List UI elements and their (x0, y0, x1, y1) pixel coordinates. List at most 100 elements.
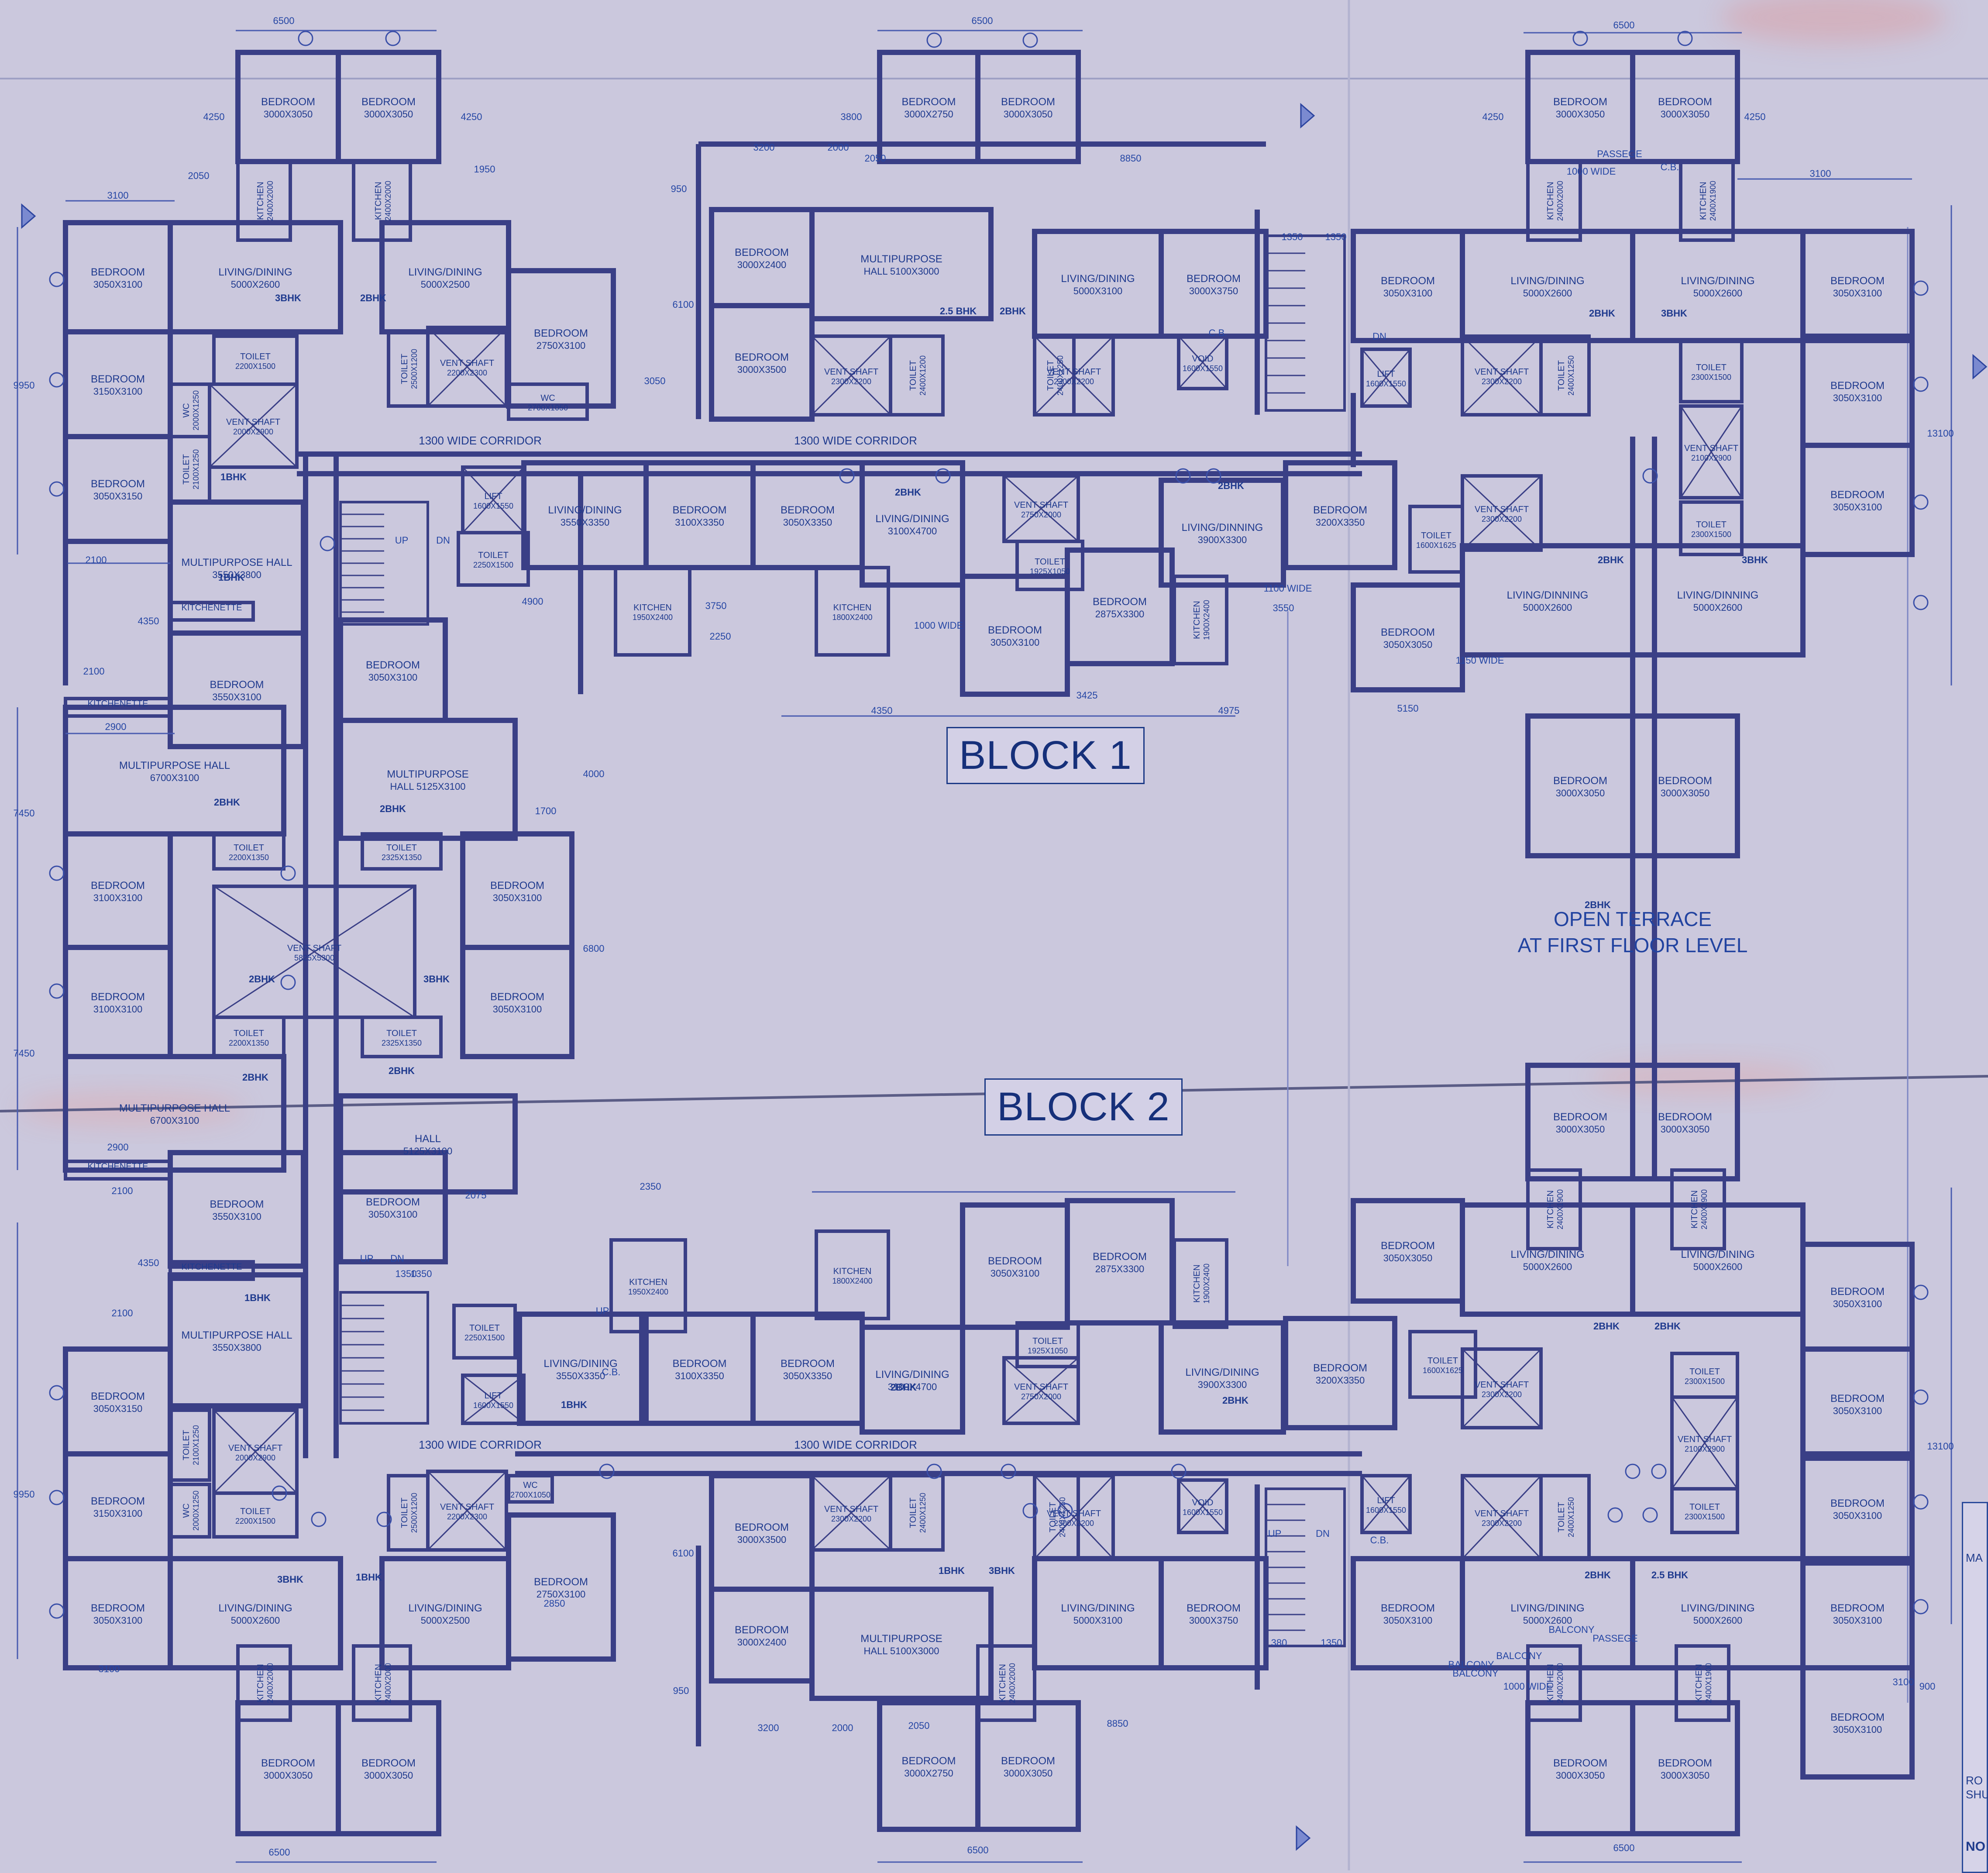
flat-type-tag-1: 2BHK (360, 293, 386, 303)
flat-type-tag-8: 2BHK (895, 487, 921, 498)
room-name-59: BEDROOM (672, 1358, 726, 1370)
room-wall-65 (1800, 1346, 1915, 1461)
room-size-23: 3550X3350 (561, 517, 610, 528)
room-size-34: 5000X2600 (1523, 602, 1572, 613)
room-name-25: BEDROOM (781, 504, 835, 516)
room-name-15: LIVING/DINING (1510, 275, 1584, 287)
utility-size-48: 1900X2400 (1202, 1264, 1211, 1304)
utility-name-0: KITCHEN (256, 182, 265, 220)
room-size-72: 5000X2500 (421, 1615, 470, 1626)
utility-size-72: 2400X1900 (1704, 1663, 1713, 1703)
utility-name-25: LIFT (484, 492, 502, 501)
door-marker-39 (1022, 1503, 1038, 1518)
utility-name-8: WC (182, 403, 191, 417)
door-marker-35 (1625, 1463, 1641, 1479)
room-size-0: 3000X3050 (264, 109, 313, 120)
utility-size-1: 2400X2000 (384, 181, 392, 221)
utility-name-60: WC (523, 1480, 537, 1490)
shaft-cross-b-26 (1004, 475, 1079, 542)
room-size-43: 3100X3100 (93, 1004, 143, 1015)
dim-label-3: 4250 (203, 111, 225, 122)
room-size-1: 3000X3050 (364, 109, 413, 120)
small-wall-72 (1675, 1644, 1730, 1722)
room-name-57: MULTIPURPOSE HALL (181, 1329, 292, 1341)
utility-name-54: TOILET (240, 1507, 271, 1516)
dim-label-24: 4350 (138, 616, 159, 627)
door-marker-31 (599, 1463, 615, 1479)
small-wall-66 (1360, 1474, 1412, 1534)
room-size-86: 3000X3050 (1556, 1770, 1605, 1781)
utility-name-50: VENT SHAFT (1475, 1380, 1529, 1390)
flat-type-tag-10: 3BHK (1742, 554, 1768, 565)
room-wall-83 (336, 1700, 441, 1836)
shaft-cross-b-65 (1178, 1479, 1228, 1533)
utility-name-21: TOILET (1696, 520, 1727, 530)
flat-type-tag-27: 2.5 BHK (1651, 1570, 1688, 1580)
door-marker-40 (1057, 1503, 1073, 1518)
utility-size-27: 1925X1050 (1030, 567, 1070, 576)
room-name-20: BEDROOM (1830, 380, 1885, 392)
utility-size-49: 1600X1625 (1423, 1366, 1463, 1375)
utility-size-54: 2200X1500 (235, 1517, 275, 1525)
door-marker-0 (298, 31, 313, 46)
small-wall-25 (461, 465, 526, 534)
room-name-3: BEDROOM (1001, 96, 1055, 108)
utility-name-17: KITCHEN (1546, 182, 1555, 220)
utility-size-57: 2000X1250 (192, 1491, 200, 1531)
flat-type-tag-25: 3BHK (989, 1565, 1015, 1576)
room-name-46: HALL (415, 1133, 441, 1145)
title-block-ma: MA (1966, 1551, 1983, 1564)
dim-label-34: 3550 (1273, 603, 1294, 613)
room-name-19: BEDROOM (735, 351, 789, 363)
room-size-76: 5000X3100 (1073, 1615, 1123, 1626)
room-name-38: MULTIPURPOSE (387, 768, 469, 780)
shaft-cross-b-50 (1462, 1348, 1542, 1429)
utility-name-28: KITCHEN (1192, 601, 1202, 639)
room-name-11: MULTIPURPOSE (860, 253, 942, 265)
utility-size-53: 2300X1500 (1685, 1512, 1725, 1521)
section-marker-0 (21, 203, 36, 229)
door-marker-42 (1642, 1507, 1658, 1523)
small-wall-59 (387, 1474, 430, 1552)
room-name-41: BEDROOM (91, 880, 145, 892)
utility-name-35: TOILET (386, 1029, 417, 1038)
dim-label-76: C.B. (1661, 162, 1679, 172)
block-1-label: BLOCK 1 (946, 727, 1145, 784)
room-size-63: 3200X3350 (1316, 1375, 1365, 1386)
dim-label-86: C.B. (602, 1367, 621, 1377)
utility-size-12: 2400X1250 (1056, 355, 1065, 396)
room-name-51: BEDROOM (988, 1255, 1042, 1267)
room-size-64: 3050X3150 (93, 1403, 143, 1414)
dim-label-28: 3750 (705, 600, 727, 611)
dim-label-43: 2900 (107, 1142, 129, 1153)
room-name-85: BEDROOM (1001, 1755, 1055, 1767)
dim-label-42: 7450 (14, 1048, 35, 1059)
dim-label-9: 1950 (474, 164, 495, 175)
room-name-45: MULTIPURPOSE HALL (119, 1102, 230, 1114)
door-marker-16 (1913, 494, 1929, 510)
room-name-17: BEDROOM (1830, 275, 1885, 287)
door-marker-15 (1913, 376, 1929, 392)
utility-size-26: 2750X2000 (1021, 510, 1061, 519)
shaft-cross-b-61 (811, 1475, 891, 1551)
small-wall-1 (352, 160, 412, 242)
room-name-9: BEDROOM (534, 327, 588, 339)
room-size-71: 5000X2600 (231, 1615, 280, 1626)
utility-size-62: 2400X1250 (918, 1493, 927, 1533)
dim-label-0: 6500 (273, 15, 295, 26)
room-wall-33 (1065, 547, 1175, 666)
room-name-1: BEDROOM (361, 96, 416, 108)
dim-label-8: 2050 (188, 170, 210, 181)
shaft-cross-b-14 (1462, 335, 1542, 416)
dim-label-85: UP (596, 1305, 609, 1316)
small-wall-33 (212, 885, 416, 1019)
utility-name-59: TOILET (400, 1498, 409, 1528)
room-name-65: BEDROOM (1830, 1393, 1885, 1405)
flat-type-tag-30: 3BHK (423, 974, 450, 985)
utility-size-11: 2300X2200 (1054, 377, 1094, 386)
utility-name-52: VENT SHAFT (1678, 1435, 1732, 1444)
room-name-42: BEDROOM (490, 880, 544, 892)
utility-size-0: 2400X2000 (266, 181, 275, 221)
room-size-78: 3050X3100 (1383, 1615, 1433, 1626)
